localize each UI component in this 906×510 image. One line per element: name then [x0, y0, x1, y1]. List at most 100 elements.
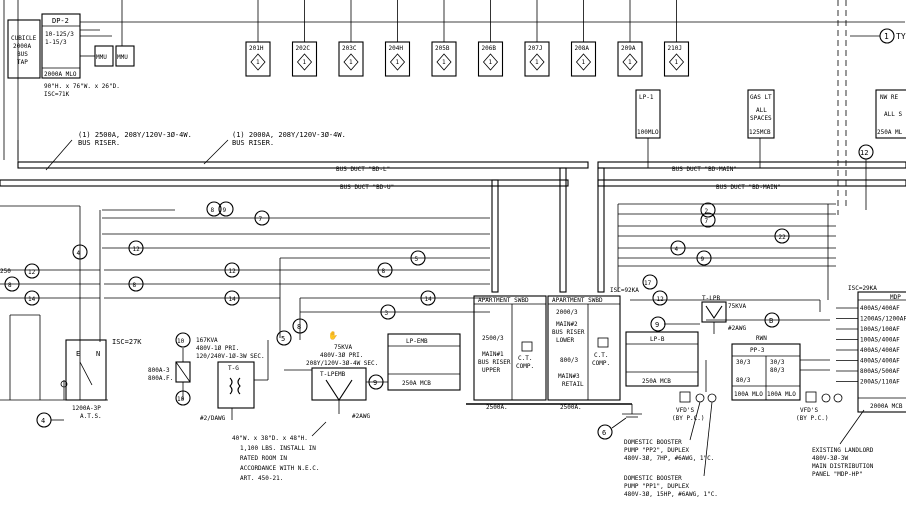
- feeder-tag: 9: [696, 250, 712, 266]
- svg-text:8: 8: [297, 323, 301, 331]
- unit-label: 203C: [342, 45, 357, 52]
- unit-tag-number: 1: [628, 59, 632, 66]
- mdp-row: 1200AS/1200AF: [860, 316, 906, 323]
- mmu-label: MMU: [117, 54, 128, 61]
- unit-label: 205B: [435, 45, 450, 52]
- mmu-label: MMU: [96, 54, 107, 61]
- existing-line: MAIN DISTRIBUTION: [812, 463, 874, 470]
- svg-text:9: 9: [223, 207, 227, 214]
- mdp-row: 400AS/400AF: [860, 358, 900, 365]
- swbd-desc: UPPER: [482, 367, 500, 374]
- mdp-row: 100AS/400AF: [860, 337, 900, 344]
- unit-row: 201H1202C1203C1204H1205B1206B1207J1208A1…: [245, 0, 690, 77]
- unit-label: 209A: [621, 45, 636, 52]
- swbd-ct: C.T.: [518, 355, 532, 362]
- svg-text:12: 12: [133, 246, 141, 253]
- bus-duct-label: BUS DUCT "BD-MAIN": [672, 166, 737, 173]
- ats: E N 1200A-3P A.T.S. ISC=27K: [0, 314, 142, 420]
- unit-tag-number: 1: [396, 59, 400, 66]
- dp-line: 10-125/3: [45, 31, 74, 38]
- pump2-line: 480V-3Ø, 15HP, #6AWG, 1"C.: [624, 491, 718, 498]
- swbd-rating: 2500A.: [560, 404, 582, 411]
- feeder-tag: 9: [218, 201, 234, 217]
- svg-text:10: 10: [177, 338, 185, 345]
- feeder-tag: 5: [410, 250, 426, 266]
- panel-rating: 100MLO: [637, 129, 659, 136]
- svg-text:4: 4: [675, 246, 679, 253]
- bus-duct-lower: BUS DUCT "BD-U" BUS DUCT "BD-MAIN": [0, 179, 906, 191]
- unit-panel: 209A 1: [617, 0, 643, 77]
- vfd-right: VFD'S (BY P.C.): [796, 391, 843, 422]
- svg-text:14: 14: [229, 296, 237, 303]
- svg-text:9: 9: [655, 321, 659, 329]
- vfd-label: (BY P.C.): [672, 415, 705, 422]
- misc-tags: 6 4 10 10 9 9 17 8 5 B: [36, 274, 780, 440]
- ats-label: 1200A-3P: [72, 405, 101, 412]
- swbd-desc: LOWER: [556, 337, 574, 344]
- mdp-row: 400AS/400AF: [860, 347, 900, 354]
- swbd-desc: MAIN#1: [482, 351, 504, 358]
- feeders: [0, 203, 836, 400]
- fuse-line: 800A.F.: [148, 375, 173, 382]
- riser1-text: BUS RISER.: [78, 139, 120, 147]
- svg-text:B: B: [769, 317, 773, 325]
- dp2-panel: CUBICLE 2000A BUS TAP DP-2 10-125/3 1-15…: [3, 0, 905, 160]
- vfd-label: VFD'S: [800, 407, 818, 414]
- panel-name: LP-1: [639, 94, 654, 101]
- pump-notes: DOMESTIC BOOSTER PUMP "PP2", DUPLEX 480V…: [624, 401, 718, 498]
- panel-name: GAS LT: [750, 94, 772, 101]
- pump1-line: DOMESTIC BOOSTER: [624, 439, 682, 446]
- ats-sub: A.T.S.: [80, 413, 102, 420]
- bus-duct-label: BUS DUCT "BD-MAIN": [716, 184, 781, 191]
- mdp: ISC=29KA MDP 2000A MCB 400AS/400AF1200AS…: [836, 285, 906, 413]
- svg-text:5: 5: [415, 256, 419, 263]
- lpb-tag: T-LPB: [702, 295, 720, 302]
- svg-text:6: 6: [602, 429, 606, 437]
- mdp-title: MDP: [890, 294, 901, 301]
- vfd-label: VFD'S: [676, 407, 694, 414]
- feeder-tag: 12: [128, 240, 144, 256]
- swbd-isc: ISC=92KA: [610, 287, 639, 294]
- bus-duct-upper: BUS DUCT "BD-L" BUS DUCT "BD-MAIN": [17, 161, 906, 173]
- svg-text:8: 8: [211, 207, 215, 214]
- unit-tag-number: 1: [489, 59, 493, 66]
- left-tag: 8: [4, 276, 20, 292]
- panel-rating: 125MCB: [749, 129, 771, 136]
- right-tag: 1 TY: [837, 0, 906, 215]
- xfmr-note: 40"W. x 38"D. x 48"H. 1,100 LBS. INSTALL…: [232, 421, 327, 482]
- pump2-line: DOMESTIC BOOSTER: [624, 475, 682, 482]
- pp3-row: 30/3: [770, 359, 785, 366]
- xfmr1-line: 480V-1Ø PRI.: [196, 345, 239, 352]
- svg-text:17: 17: [644, 280, 652, 287]
- lpb-rating: 250A MCB: [642, 378, 671, 385]
- swbd-main: 2500/3: [482, 335, 504, 342]
- unit-tag-number: 1: [256, 59, 260, 66]
- svg-text:12: 12: [657, 296, 665, 303]
- swbd-sub2: RETAIL: [562, 381, 584, 388]
- main-ground-bar: [466, 403, 642, 429]
- note-line: RATED ROOM IN: [240, 455, 287, 462]
- swbd-title: APARTMENT SWBD: [552, 297, 603, 304]
- svg-text:2: 2: [705, 208, 709, 215]
- bus-duct-label: BUS DUCT "BD-U": [340, 184, 394, 191]
- feeder-tag: 4: [670, 240, 686, 256]
- svg-text:250: 250: [0, 268, 11, 275]
- svg-text:4: 4: [77, 250, 81, 257]
- dp-label: DP-2: [52, 17, 69, 25]
- ats-e: E: [76, 350, 80, 358]
- vfd-label: (BY P.C.): [796, 415, 829, 422]
- svg-text:12: 12: [229, 268, 237, 275]
- bus-risers: [17, 140, 605, 293]
- svg-text:14: 14: [425, 296, 433, 303]
- swbd-desc: MAIN#2: [556, 321, 578, 328]
- right-tag-text: TY: [896, 32, 906, 41]
- xfmr1-tag: T-G: [228, 365, 239, 372]
- ats-n: N: [96, 350, 100, 358]
- swbd-main: 2000/3: [556, 309, 578, 316]
